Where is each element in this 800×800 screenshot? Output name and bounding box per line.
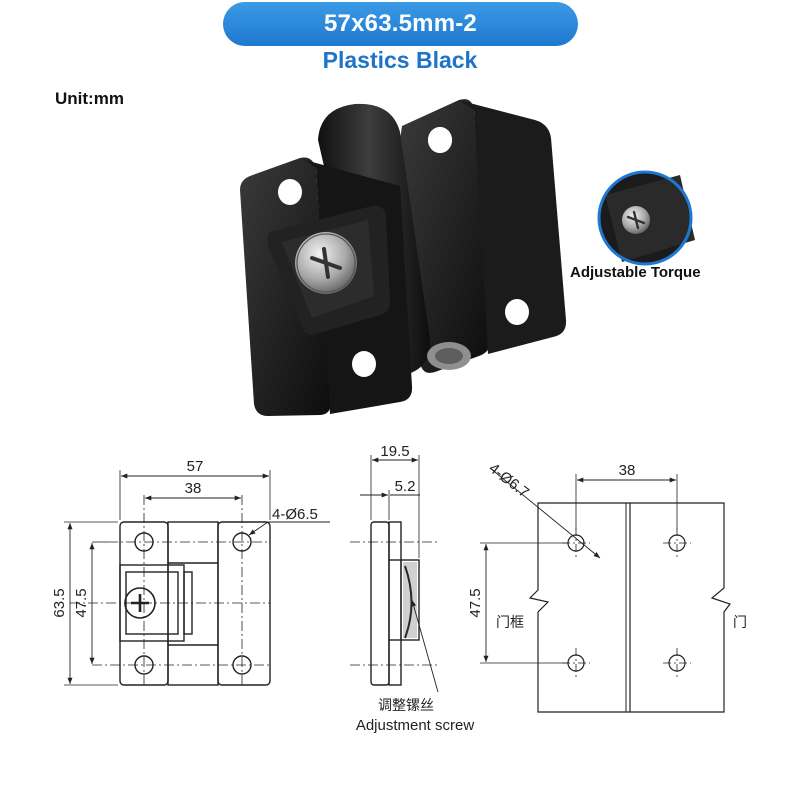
dim-width-total: 57	[187, 458, 204, 475]
dim-height-holes: 47.5	[73, 588, 90, 617]
hinge-photo	[240, 99, 567, 416]
side-view-drawing	[350, 455, 440, 693]
frame-label: 门框	[496, 615, 524, 631]
dim-hole-spec: 4-Ø6.5	[272, 506, 318, 523]
page-title: 57x63.5mm-2	[324, 10, 477, 37]
mounting-layout-drawing	[480, 467, 731, 713]
material-subtitle: Plastics Black	[322, 47, 478, 73]
unit-label: Unit:mm	[55, 89, 124, 108]
dim-offset: 5.2	[395, 478, 416, 495]
dim-mount-height: 47.5	[467, 588, 484, 617]
phillips-slot	[310, 247, 342, 279]
screw-label-en: Adjustment screw	[356, 717, 475, 734]
hinge-right-leaf-face	[458, 100, 567, 354]
dim-thickness: 19.5	[380, 443, 409, 460]
dim-hole-spacing: 38	[185, 480, 202, 497]
torque-detail	[597, 170, 695, 266]
dim-mount-hole-spec: 4-Ø6.7	[486, 460, 533, 502]
title-banner: 57x63.5mm-2	[223, 2, 578, 46]
hinge-left-leaf	[240, 157, 331, 416]
hole-icon	[278, 179, 302, 205]
front-view-drawing	[64, 470, 330, 686]
screw-label-cn: 调整镙丝	[378, 698, 434, 714]
dim-mount-spacing: 38	[619, 462, 636, 479]
dim-height-total: 63.5	[51, 588, 68, 617]
door-label: 门	[733, 615, 747, 631]
hole-icon	[352, 351, 376, 377]
torque-label: Adjustable Torque	[570, 264, 701, 281]
